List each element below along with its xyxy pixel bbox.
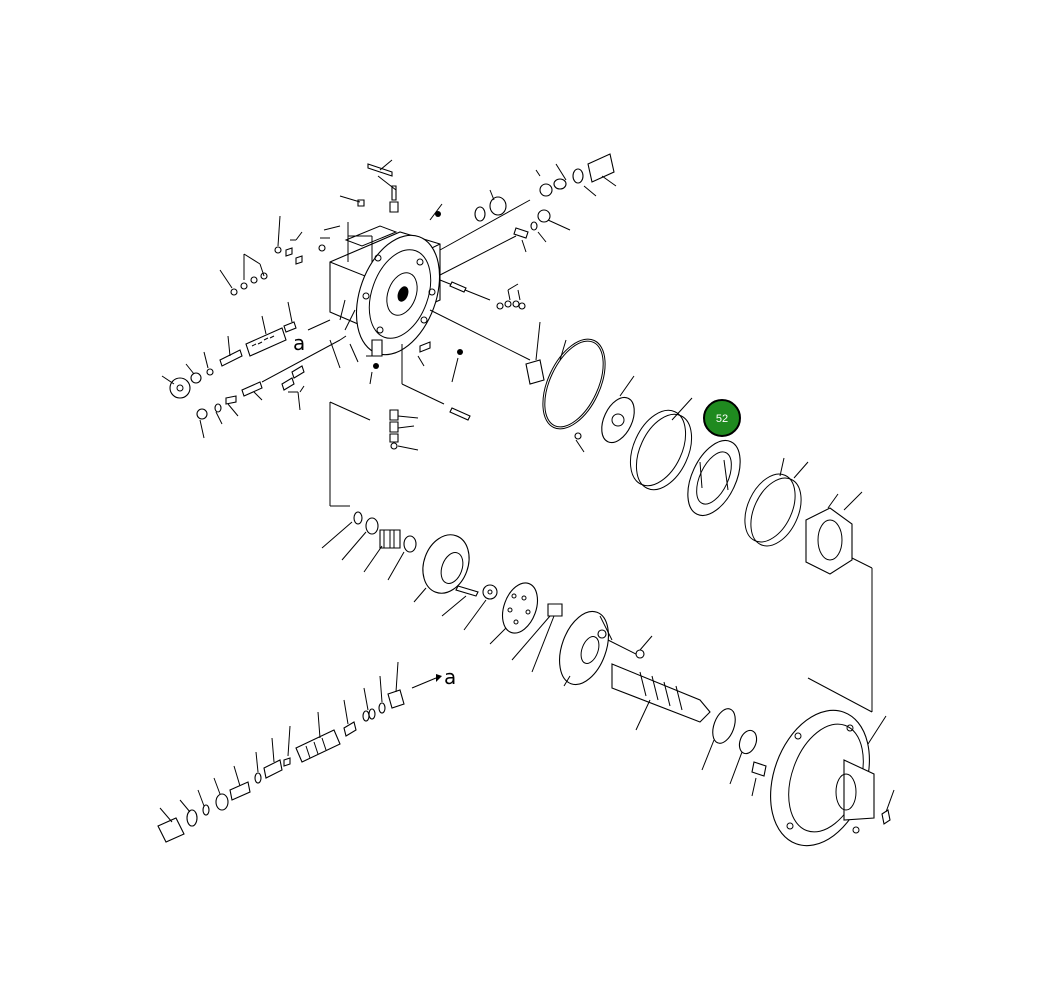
fittings-left-upper xyxy=(219,215,303,296)
upper-spool-assembly xyxy=(161,301,359,439)
ref-label-a-lower: a xyxy=(444,665,456,689)
end-cover xyxy=(770,709,895,847)
part-callout-52-label: 52 xyxy=(716,413,728,425)
upper-right-fittings xyxy=(429,153,617,361)
rotating-group xyxy=(321,401,653,687)
housing-lower-fittings xyxy=(366,339,471,451)
part-callout-52[interactable]: 52 xyxy=(703,399,741,437)
drive-shaft xyxy=(611,663,767,797)
top-bolts xyxy=(318,159,443,262)
disc-pack xyxy=(525,321,873,713)
flange-plate xyxy=(355,234,441,356)
lower-spool-assembly xyxy=(157,661,442,843)
ref-label-a-upper: a xyxy=(293,331,305,355)
